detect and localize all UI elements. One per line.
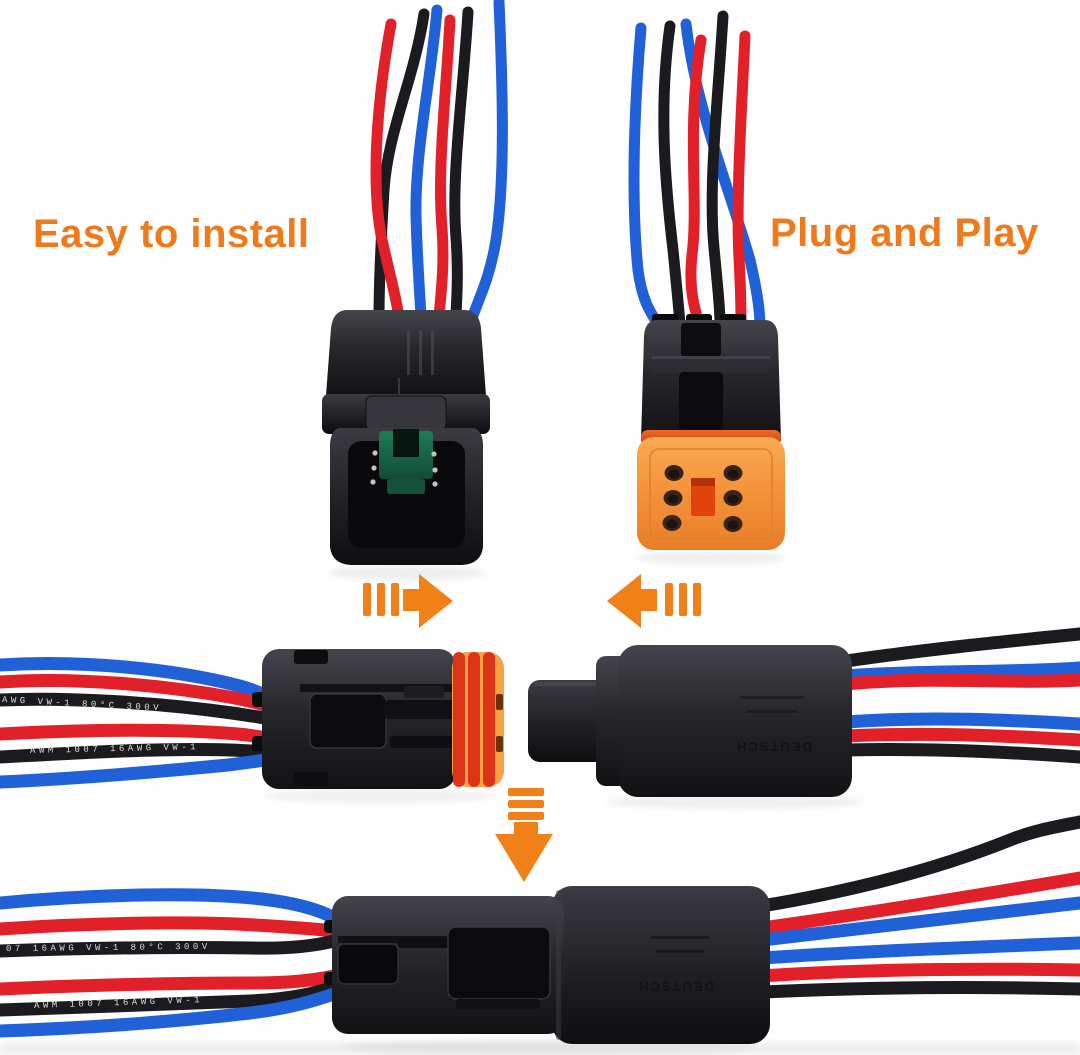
latch-lower-step [456, 999, 540, 1009]
latch-lower-bar [390, 736, 456, 748]
wire-blue [628, 22, 664, 330]
latch-groove [300, 684, 456, 692]
crossbar-highlight [652, 356, 770, 359]
wire-blue [0, 987, 341, 1038]
wire-black [373, 8, 430, 324]
mid-left-connector-assembly [0, 649, 504, 803]
latch-bar [398, 938, 458, 948]
wire-black [755, 815, 1080, 913]
wire-blue [0, 751, 283, 789]
mount-tab-top [294, 650, 328, 664]
wire-red [755, 871, 1080, 935]
wire-blue [755, 896, 1080, 947]
wire-black [0, 980, 341, 1017]
wire-black [658, 20, 686, 330]
merge-right-arrow-icon [363, 574, 453, 628]
caption-plug-and-play: Plug and Play [770, 211, 1039, 255]
wire-red [0, 723, 283, 747]
wire-red [838, 727, 1080, 747]
wire-black [838, 742, 1080, 764]
wire-red [732, 30, 751, 330]
wire-red [433, 14, 456, 324]
wire-black [0, 743, 283, 764]
keyway-slot [691, 478, 715, 516]
wire-black [0, 934, 341, 958]
face-inner-outline [649, 448, 773, 540]
embossed-marking-lines [650, 936, 710, 953]
wire-red [0, 969, 341, 996]
wire-blue [755, 936, 1080, 965]
keyway-shadow [691, 478, 715, 486]
male-connector-side-view: DEUTSCH [528, 645, 865, 809]
latch-window [337, 943, 399, 985]
latch-arm [384, 700, 456, 719]
mating-seam [556, 890, 561, 1040]
connector-shadow [265, 789, 495, 803]
top-right-pigtail [628, 10, 786, 564]
latch-slider [681, 323, 721, 357]
bottom-connected-assembly: DEUTSCH [0, 815, 1080, 1054]
wire-blue [838, 712, 1080, 731]
wire-black [0, 692, 283, 727]
wire-blue [0, 888, 341, 925]
wire-blue [467, 0, 508, 322]
female-connector-side-view [252, 649, 504, 803]
male-connector-front-view [322, 310, 490, 580]
mid-right-connector-assembly: DEUTSCH [528, 627, 1080, 809]
brand-marking: DEUTSCH [735, 739, 812, 754]
contact-pins [370, 450, 438, 487]
latch-plate [679, 372, 723, 430]
front-seal [452, 652, 504, 787]
latch-top-tab [404, 686, 444, 698]
wedge-lower-tab [387, 479, 425, 494]
connector-shadow [636, 552, 786, 564]
wire-black [755, 981, 1080, 999]
connector-rear-body [326, 310, 486, 396]
embossed-marking-lines [740, 696, 804, 713]
wire-black [833, 627, 1080, 669]
latch-groove [338, 936, 458, 943]
male-half-body [552, 886, 770, 1044]
merge-down-arrow-icon [495, 788, 553, 882]
wire-blue [838, 661, 1080, 683]
connector-shadow [605, 795, 865, 809]
wire-red [755, 962, 1080, 983]
socket-holes [662, 465, 743, 532]
merge-left-arrow-icon [607, 574, 701, 628]
wire-black [449, 6, 474, 324]
mount-tab-bottom [294, 772, 328, 786]
top-left-pigtail [322, 0, 508, 580]
brand-marking: DEUTSCH [637, 979, 714, 994]
wire-red [370, 18, 405, 324]
connector-shadow [329, 566, 485, 580]
wire-print-marking: 07 16AWG VW-1 80°C 300V [5, 941, 211, 954]
connector-body [618, 645, 852, 797]
latch-plate [447, 926, 551, 1000]
wire-blue [410, 4, 443, 324]
embossed-marking-lines [398, 331, 434, 394]
caption-easy-to-install: Easy to install [33, 212, 310, 256]
female-connector-front-view [636, 314, 786, 564]
wedge-notch [393, 429, 419, 457]
latch-crossbar [652, 356, 770, 373]
wire-red [685, 34, 707, 330]
wire-black [706, 10, 729, 330]
latch-body [309, 693, 387, 749]
wire-red [0, 916, 341, 938]
mated-connector-pair: DEUTSCH [324, 886, 770, 1054]
wire-red [838, 673, 1080, 691]
collar-tab [365, 395, 447, 431]
